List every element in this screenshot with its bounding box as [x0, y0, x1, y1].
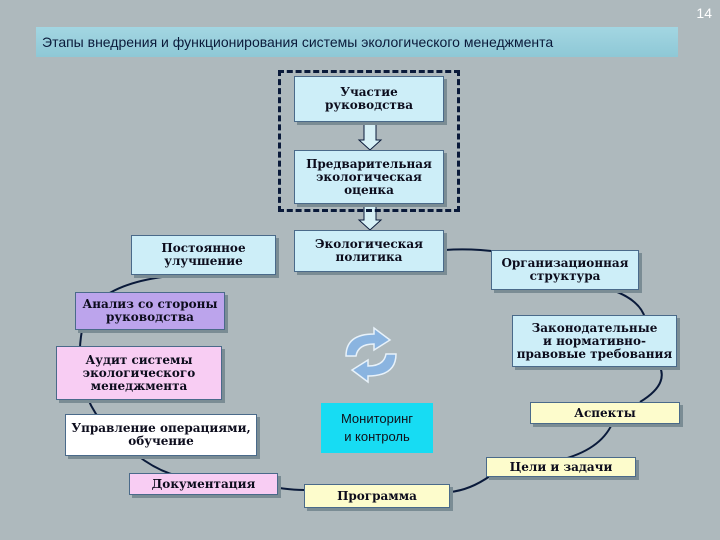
leadership-assessment-group	[278, 70, 460, 212]
down-arrow-icon	[357, 123, 383, 151]
program-box: Программа	[304, 484, 450, 508]
cycle-arrows-icon	[345, 326, 397, 384]
preliminary-assessment-box: Предварительная экологическая оценка	[294, 150, 444, 204]
slide-title: Этапы внедрения и функционирования систе…	[36, 27, 678, 57]
leadership-box: Участие руководства	[294, 76, 444, 122]
ems-audit-box: Аудит системы экологического менеджмента	[56, 346, 222, 400]
management-review-box: Анализ со стороны руководства	[75, 292, 225, 330]
org-structure-box: Организационная структура	[491, 250, 639, 290]
slide-number: 14	[696, 5, 712, 21]
legal-requirements-box: Законодательные и нормативно- правовые т…	[512, 315, 677, 367]
down-arrow-icon	[357, 205, 383, 231]
continuous-improvement-box: Постоянное улучшение	[131, 235, 276, 275]
documentation-box: Документация	[129, 473, 278, 495]
monitoring-control-box: Мониторинг и контроль	[321, 403, 433, 453]
operations-training-box: Управление операциями, обучение	[65, 414, 257, 456]
environmental-policy-box: Экологическая политика	[294, 230, 444, 272]
goals-tasks-box: Цели и задачи	[486, 457, 636, 477]
aspects-box: Аспекты	[530, 402, 680, 424]
